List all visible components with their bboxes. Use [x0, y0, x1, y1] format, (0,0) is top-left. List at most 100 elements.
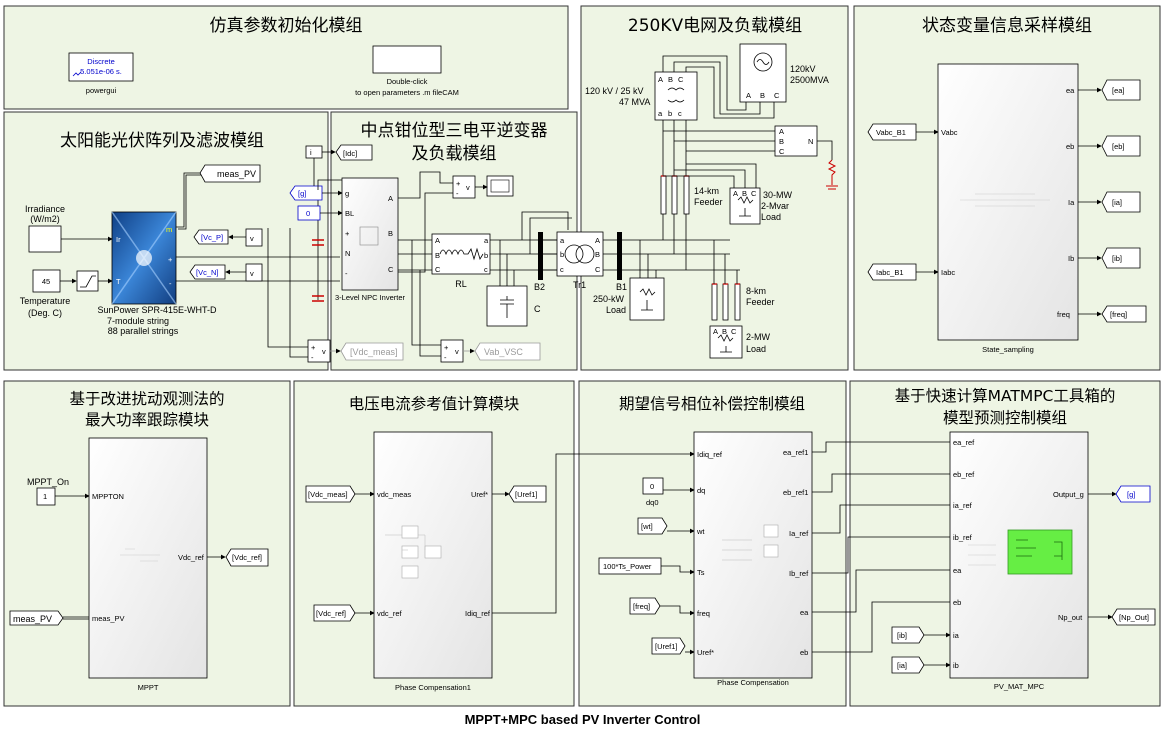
tr1-c: c: [560, 265, 564, 274]
load-250kw[interactable]: 250-kW Load: [593, 277, 665, 321]
ia-from[interactable]: [ia]: [891, 656, 925, 674]
meas-pv-goto[interactable]: meas_PV: [199, 164, 261, 183]
ea-goto[interactable]: [ea]: [1101, 79, 1141, 101]
g-from-tag[interactable]: [g]: [289, 185, 323, 201]
npc-inverter-block[interactable]: g BL + N - A B C 3-Level NPC Inverter: [335, 177, 406, 302]
ref-port-vdcmeas: vdc_meas: [377, 490, 411, 499]
voltage-meas-n[interactable]: v: [245, 263, 263, 282]
bus-b1[interactable]: B1: [616, 232, 627, 292]
rl-port-b-l: b: [484, 251, 488, 260]
vc-n-label: [Vc_N]: [196, 268, 219, 277]
ia-goto[interactable]: [ia]: [1101, 191, 1141, 213]
mppt-port-mppton: MPPTON: [92, 492, 124, 501]
powergui-block[interactable]: Discrete 5.051e-06 s. powergui: [68, 52, 134, 95]
load-2mw[interactable]: A B C 2-MW Load: [709, 325, 770, 359]
pv-module-label: SunPower SPR-415E-WHT-D: [97, 305, 217, 315]
vdc-ref-from[interactable]: [Vdc_ref]: [313, 604, 356, 622]
state-out-ib: Ib: [1068, 254, 1074, 263]
wire-meas-in: [63, 616, 89, 620]
state-name: State_sampling: [982, 345, 1034, 354]
svm-plus: +: [456, 179, 461, 188]
ib-from[interactable]: [ib]: [891, 626, 925, 644]
meas-pv-from[interactable]: meas_PV: [9, 610, 64, 626]
feeder8-label-1: 8-km: [746, 286, 766, 296]
vdc-plus: +: [311, 343, 316, 352]
state-sampling-block[interactable]: Vabc Iabc ea eb Ia Ib freq State_samplin…: [937, 63, 1079, 354]
vdc-meas-from-label: [Vdc_meas]: [308, 490, 348, 499]
zero-constant[interactable]: 0: [297, 205, 321, 221]
dq0-label: dq0: [646, 498, 659, 507]
vabc-tag-label: Vabc_B1: [876, 128, 906, 137]
g-goto-label: [g]: [1127, 490, 1135, 499]
ia-goto-label: [ia]: [1112, 198, 1122, 207]
vc-n-goto[interactable]: [Vc_N]: [189, 264, 226, 280]
phase-compensation-block[interactable]: Idiq_ref dq wt Ts freq Uref* ea_ref1 eb_…: [693, 431, 813, 687]
idc-goto[interactable]: [Idc]: [335, 144, 373, 161]
wire-scope-in: [398, 171, 453, 273]
grid-source-120kv[interactable]: A B C 120kV 2500MVA: [739, 43, 829, 103]
wire-meas-pv: [176, 170, 206, 228]
ib-goto[interactable]: [ib]: [1101, 247, 1141, 269]
dq-const[interactable]: 0 dq0: [642, 477, 664, 507]
rate-limiter-block[interactable]: [76, 270, 99, 292]
irradiance-block[interactable]: Irradiance (W/m2): [25, 204, 65, 253]
temperature-label-2: (Deg. C): [28, 308, 62, 318]
vsc-scope[interactable]: [486, 175, 514, 197]
transformer-tr1[interactable]: a b c A B C Tr1: [556, 231, 604, 290]
mppt-const-value: 1: [43, 492, 47, 501]
state-out-ea: ea: [1066, 86, 1075, 95]
ground-resistor[interactable]: [826, 159, 838, 190]
phase-out-earef1: ea_ref1: [783, 448, 808, 457]
vab-voltage-meas[interactable]: + - v: [440, 339, 464, 363]
vdc-voltage-meas[interactable]: + - v: [307, 339, 331, 363]
phase-compensation1-block[interactable]: vdc_meas vdc_ref Uref* Idiq_ref Phase Co…: [373, 431, 493, 692]
mppt-block[interactable]: MPPTON meas_PV Vdc_ref MPPT: [88, 437, 208, 692]
filter-capacitor-block[interactable]: C: [486, 285, 541, 327]
vdc-meas-goto[interactable]: [Vdc_meas]: [340, 342, 404, 361]
eb-goto[interactable]: [eb]: [1101, 135, 1141, 157]
wire-8km: [713, 240, 738, 284]
temperature-label-1: Temperature: [20, 296, 71, 306]
freq-from[interactable]: [freq]: [629, 597, 661, 615]
idc-current-meas[interactable]: i: [305, 145, 323, 159]
temperature-block[interactable]: 45 Temperature (Deg. C): [20, 269, 71, 318]
powergui-label: powergui: [86, 86, 117, 95]
wt-from[interactable]: [wt]: [637, 517, 668, 535]
wire-n: [663, 130, 775, 152]
vab-vsc-goto[interactable]: Vab_VSC: [474, 342, 541, 361]
mpc-in-ea: ea: [953, 566, 962, 575]
vdc-ref-goto[interactable]: [Vdc_ref]: [225, 548, 269, 567]
phase-port-freq: freq: [697, 609, 710, 618]
g-goto[interactable]: [g]: [1115, 485, 1151, 503]
mppt-name: MPPT: [138, 683, 159, 692]
load-30mw[interactable]: A B C 30-MW 2-Mvar Load: [729, 187, 793, 225]
freq-goto[interactable]: [freq]: [1101, 305, 1147, 323]
params-block[interactable]: Double-click to open parameters .m fileC…: [355, 45, 459, 97]
np-out-goto[interactable]: [Np_Out]: [1111, 608, 1156, 626]
npc-port-minus: -: [345, 269, 348, 278]
pv-mat-mpc-block[interactable]: ea_ref eb_ref ia_ref ib_ref ea eb ia ib …: [949, 431, 1089, 691]
voltage-meas-p[interactable]: v: [245, 228, 263, 247]
feeder-8km[interactable]: 8-km Feeder: [711, 283, 775, 321]
vc-p-goto[interactable]: [Vc_P]: [193, 229, 229, 245]
vabc-from-tag[interactable]: Vabc_B1: [867, 123, 917, 141]
panel-title-pv: 太阳能光伏阵列及滤波模组: [60, 131, 264, 151]
panel-title-ref: 电压电流参考值计算模块: [349, 394, 520, 413]
iabc-from-tag[interactable]: Iabc_B1: [867, 263, 917, 281]
l30-B: B: [742, 189, 747, 198]
dc-capacitor-bottom[interactable]: [312, 295, 324, 302]
transformer-120kv[interactable]: A B C a b c 120 kV / 25 kV 47 MVA: [585, 71, 698, 121]
mpc-in-ebref: eb_ref: [953, 470, 975, 479]
pv-array-block[interactable]: Ir T m + - SunPower SPR-415E-WHT-D 7-mod…: [97, 211, 217, 336]
pv-port-ir: Ir: [116, 235, 121, 244]
neutral-block[interactable]: A B C N: [774, 125, 818, 157]
scope-voltage-meas[interactable]: + - v: [452, 175, 476, 199]
dc-capacitor-top[interactable]: [312, 239, 324, 246]
mppt-on-constant[interactable]: 1: [36, 487, 56, 506]
uref1-goto[interactable]: [Uref1]: [508, 485, 547, 503]
vdc-meas-from[interactable]: [Vdc_meas]: [305, 485, 356, 503]
bus-b2[interactable]: B2: [534, 232, 545, 292]
ts-const[interactable]: 100*Ts_Power: [598, 557, 662, 575]
load2-label-2: Load: [746, 344, 766, 354]
uref1-from[interactable]: [Uref1]: [651, 637, 686, 655]
